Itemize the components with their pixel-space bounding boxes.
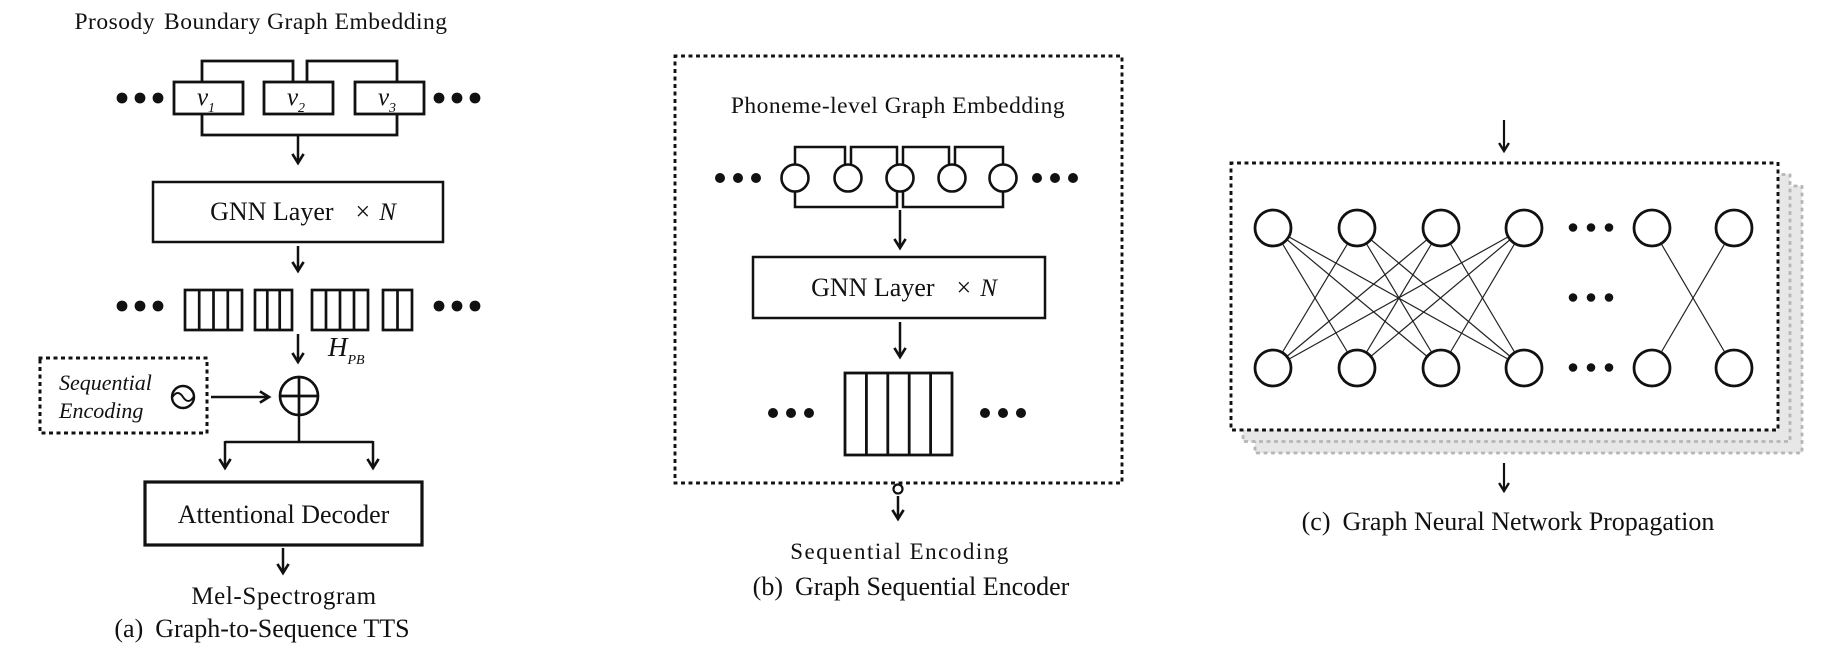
ellipsis-dots (715, 173, 1078, 183)
sequence-bars (843, 371, 954, 457)
panel-c-caption: (c)Graph Neural Network Propagation (1302, 507, 1715, 536)
embedding-bars (183, 288, 414, 332)
node-box-v3 (353, 80, 426, 116)
attentional-decoder-box (143, 480, 424, 547)
sequential-encoding-output-label: Sequential Encoding (790, 539, 1010, 564)
mel-spectrogram-label: Mel-Spectrogram (191, 583, 376, 610)
node-label-v3: v3 (378, 84, 396, 116)
phoneme-node-circles (780, 163, 1018, 193)
panel-a-caption: (a)Graph-to-Sequence TTS (114, 614, 409, 643)
node-box-v1 (172, 80, 245, 116)
hidden-state-label: HPB (327, 332, 365, 368)
gnn-node-circles (1253, 208, 1754, 388)
prosody-graph-edges (200, 59, 399, 137)
sequential-encoding-line2: Encoding (58, 398, 143, 423)
ellipsis-dots (768, 408, 1026, 418)
sine-wave-icon (170, 384, 196, 410)
node-box-v2 (262, 80, 335, 116)
output-port-circle (892, 483, 904, 495)
sum-operator-icon (278, 375, 320, 417)
gnn-layer-sheet-1 (1229, 161, 1780, 432)
sequential-encoding-box: Sequential Encoding (38, 356, 209, 435)
gnn-layer-box-a (151, 180, 445, 244)
panel-c: (c)Graph Neural Network Propagation (1229, 120, 1804, 536)
phoneme-graph-edges (793, 145, 1005, 209)
sum-to-decoder-connector (218, 415, 380, 471)
node-label-v1: v1 (197, 84, 215, 116)
propagation-edges (1272, 227, 1735, 369)
panel-b-title: Phoneme-level Graph Embedding (731, 93, 1065, 119)
panel-b-dotted-border (673, 54, 1124, 485)
ellipsis-dots (1568, 223, 1614, 372)
gnn-layer-box-b (751, 255, 1047, 320)
gnn-layer-label-b: GNN Layer×N (811, 273, 998, 302)
sequential-encoding-line1: Sequential (59, 370, 152, 395)
gnn-layer-label-a: GNN Layer×N (210, 197, 397, 226)
prosody-node-boxes: v1 v2 v3 (172, 80, 426, 116)
ellipsis-dots (116, 92, 481, 104)
panel-b-caption: (b)Graph Sequential Encoder (753, 572, 1070, 601)
ellipsis-dots (116, 300, 481, 312)
node-label-v2: v2 (287, 84, 305, 116)
attentional-decoder-label: Attentional Decoder (178, 500, 390, 529)
panel-b: Phoneme-level Graph Embedding GNN Layer×… (673, 54, 1124, 601)
